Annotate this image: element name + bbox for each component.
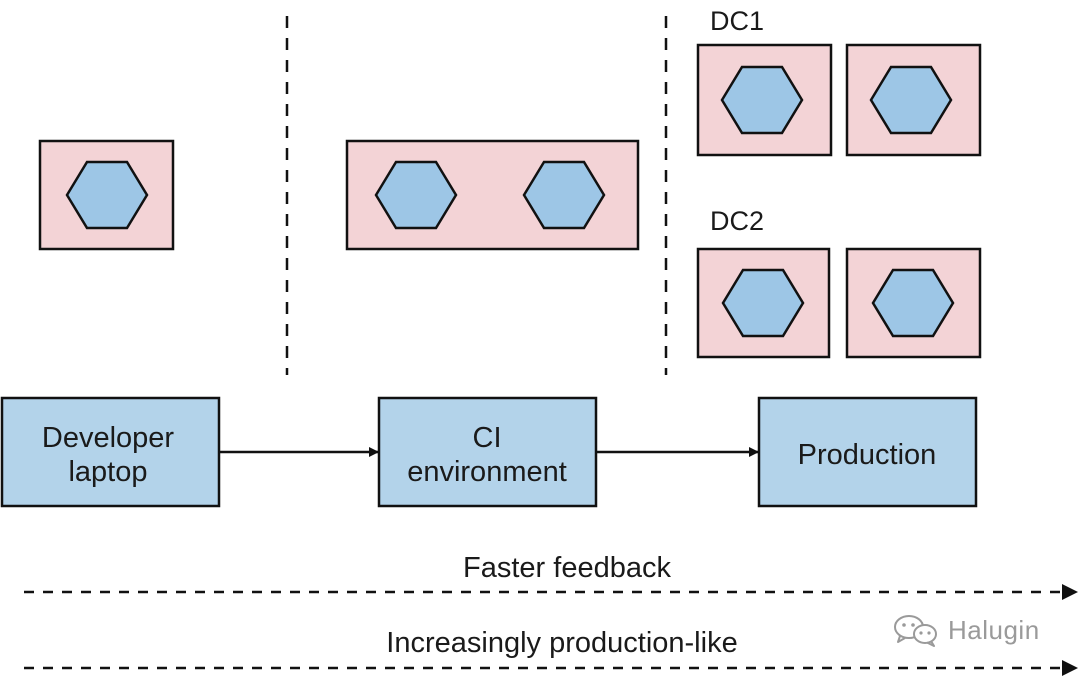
production-like-arrowhead-icon (1062, 660, 1078, 676)
wechat-icon (894, 615, 937, 647)
dc1-container-2 (845, 43, 982, 157)
stage-ci-environment: CI environment (377, 396, 598, 508)
service-hexagon-icon (720, 65, 804, 135)
dc2-container-1 (696, 247, 831, 359)
developer-laptop-environment (38, 139, 175, 251)
dc1-label: DC1 (710, 6, 764, 36)
stage-box (377, 396, 598, 508)
service-hexagon-icon (65, 160, 149, 230)
service-hexagon-icon (869, 65, 953, 135)
watermark: Halugin (892, 610, 1072, 650)
faster-feedback-arrowhead-icon (1062, 584, 1078, 600)
stage-box (0, 396, 221, 508)
dc2-container-2 (845, 247, 982, 359)
faster-feedback-label: Faster feedback (463, 552, 671, 584)
service-hexagon-icon (871, 268, 955, 338)
stage-label: Developer (42, 422, 175, 454)
stage-label: laptop (68, 456, 147, 488)
stage-developer-laptop: Developer laptop (0, 396, 221, 508)
stage-production: Production (757, 396, 978, 508)
stage-label: CI (473, 422, 502, 454)
production-like-label: Increasingly production-like (386, 627, 737, 659)
stage-box (757, 396, 978, 508)
stage-label: Production (798, 439, 937, 471)
dc2-label: DC2 (710, 206, 764, 236)
stage-label: environment (407, 456, 567, 488)
dc1-container-1 (696, 43, 833, 157)
service-hexagon-icon (374, 160, 458, 230)
ci-environment-container (345, 139, 640, 251)
watermark-text: Halugin (948, 614, 1040, 645)
service-hexagon-icon (721, 268, 805, 338)
service-hexagon-icon (522, 160, 606, 230)
